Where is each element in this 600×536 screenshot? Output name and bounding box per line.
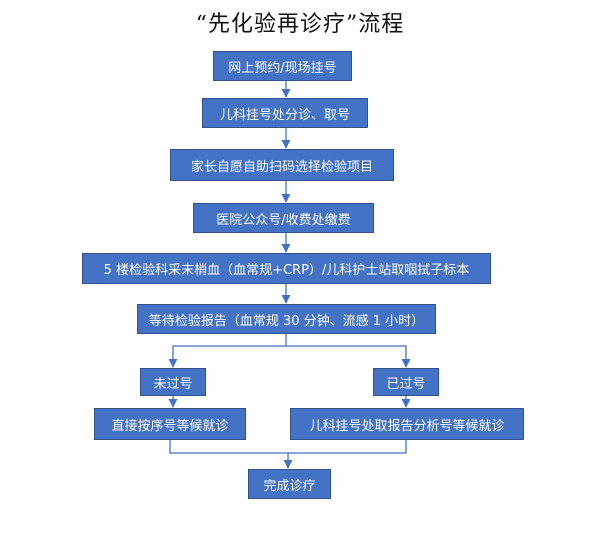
step-payment: 医院公众号/收费处缴费 xyxy=(193,203,374,233)
branch-not-missed: 未过号 xyxy=(140,368,206,396)
split-connector-right xyxy=(286,345,411,368)
split-connector xyxy=(168,334,287,368)
step-sample-collection: 5 楼检验科采末梢血（血常规+CRP）/儿科护士站取咽拭子标本 xyxy=(82,253,491,284)
step-complete: 完成诊疗 xyxy=(248,469,331,499)
step-online-booking: 网上预约/现场挂号 xyxy=(213,51,352,81)
step-report-analysis-number: 儿科挂号处取报告分析号等候就诊 xyxy=(290,408,524,440)
flowchart-title: “先化验再诊疗”流程 xyxy=(195,12,405,37)
branch-missed: 已过号 xyxy=(373,368,439,396)
merge-connector-right xyxy=(288,440,407,454)
step-wait-report: 等待检验报告（血常规 30 分钟、流感 1 小时） xyxy=(137,304,436,334)
step-select-tests: 家长自愿自助扫码选择检验项目 xyxy=(170,149,394,181)
step-triage: 儿科挂号处分诊、取号 xyxy=(202,98,368,128)
step-wait-in-order: 直接按序号等候就诊 xyxy=(94,408,246,440)
merge-connector-left xyxy=(169,440,293,469)
